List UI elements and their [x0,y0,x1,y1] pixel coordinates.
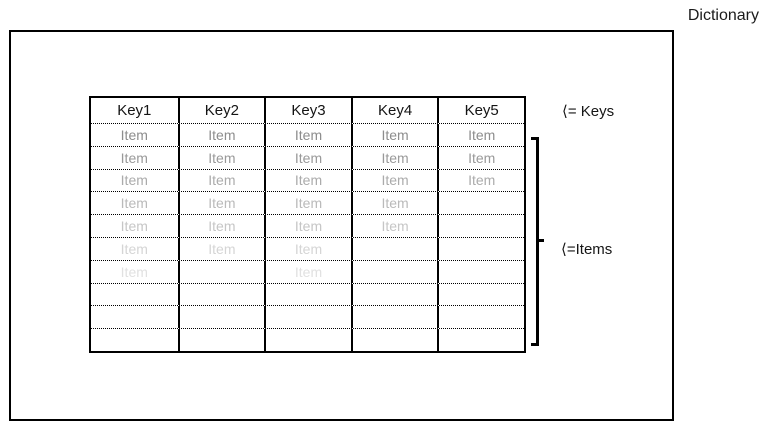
item-cell: Item [264,146,351,169]
item-cell [177,306,265,329]
item-cell: Item [264,260,351,283]
item-cell: Item [437,169,524,192]
item-cell [350,306,438,329]
item-cell: Item [120,263,148,280]
items-brace-nub [537,239,544,242]
item-cell [437,192,524,215]
item-cell: Item [264,215,351,237]
item-cell [264,329,351,351]
item-cell: Item [120,172,148,189]
item-cell [91,329,178,351]
item-cell [350,329,438,351]
item-cell: Item [350,215,438,237]
item-cell: Item [120,149,148,166]
item-cell: Item [120,218,148,235]
item-cell: Item [264,237,351,260]
item-cell: Item [177,169,265,192]
item-cell: Item [120,240,148,257]
item-cell [437,306,524,329]
item-cell: Item [264,192,351,215]
item-cell [437,329,524,351]
item-cell: Item [350,146,438,169]
item-cell: Item [177,146,265,169]
table-row [91,282,524,306]
item-cell [350,283,438,306]
item-cell [177,260,265,283]
item-cell [437,260,524,283]
table-row: Item Item [91,259,524,283]
items-annotation: ⟨=Items [561,241,613,258]
keys-annotation: ⟨= Keys [562,103,615,120]
item-cell [350,237,438,260]
item-cell: Item [177,215,265,237]
item-cell: Item [437,124,524,146]
item-cell: Item [350,169,438,192]
item-cell [437,215,524,237]
item-cell [91,306,178,328]
header-cell-key1: Key1 [117,102,152,119]
header-cell-key5: Key5 [437,98,524,123]
item-cell: Item [120,126,148,143]
item-cell [437,283,524,306]
item-cell: Item [350,124,438,146]
table-row [91,305,524,329]
header-cell-key2: Key2 [177,98,265,123]
item-cell [177,329,265,351]
item-cell: Item [437,146,524,169]
item-cell: Item [264,124,351,146]
header-cell-key3: Key3 [264,98,351,123]
header-cell-key4: Key4 [350,98,438,123]
item-cell [264,283,351,306]
item-cell [264,306,351,329]
item-cell [437,237,524,260]
item-cell [177,283,265,306]
item-cell [350,260,438,283]
item-cell: Item [120,195,148,212]
item-cell: Item [264,169,351,192]
diagram-title: Dictionary [687,7,759,24]
item-cell: Item [177,124,265,146]
item-cell: Item [177,237,265,260]
item-cell: Item [177,192,265,215]
item-cell: Item [350,192,438,215]
table-row [91,328,524,351]
item-cell [91,284,178,306]
